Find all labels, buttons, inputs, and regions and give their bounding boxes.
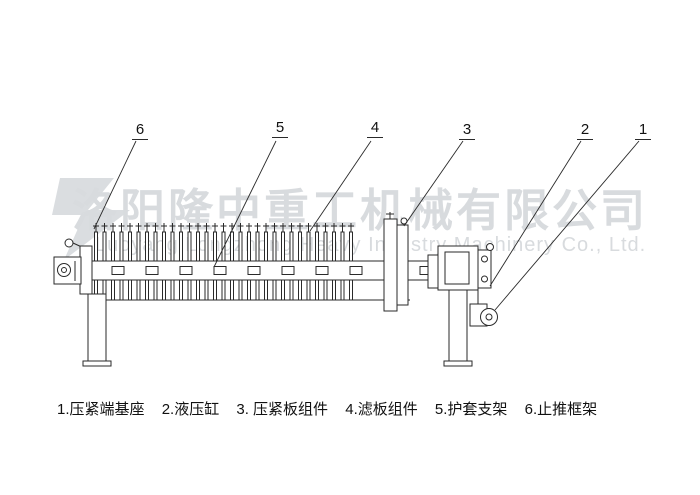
- legend-item-5: 5.护套支架: [434, 401, 508, 418]
- pressing-plate: [383, 212, 409, 312]
- legend-item-3: 3. 压紧板组件: [236, 401, 329, 418]
- thrust-frame: [53, 238, 93, 295]
- callout-1: 1: [635, 121, 651, 140]
- callout-2: 2: [577, 121, 593, 140]
- callout-3: 3: [459, 121, 475, 140]
- legend-item-1: 1.压紧端基座: [57, 401, 145, 418]
- callout-4: 4: [367, 119, 383, 138]
- watermark-logo-icon: [52, 178, 130, 260]
- callout-leader-lines: [93, 140, 640, 311]
- left-leg: [82, 293, 112, 367]
- parts-legend: 1.压紧端基座 2.液压缸 3. 压紧板组件 4.滤板组件 5.护套支架 6.止…: [57, 398, 610, 419]
- callout-6: 6: [132, 121, 148, 140]
- callout-5: 5: [272, 119, 288, 138]
- hydraulic-cylinder: [427, 243, 498, 327]
- legend-item-6: 6.止推框架: [524, 401, 598, 418]
- watermark-company-cn: 洛阳隆中重工机械有限公司: [72, 185, 649, 236]
- legend-item-4: 4.滤板组件: [345, 401, 418, 418]
- legend-item-2: 2.液压缸: [161, 401, 220, 418]
- right-leg: [443, 289, 473, 367]
